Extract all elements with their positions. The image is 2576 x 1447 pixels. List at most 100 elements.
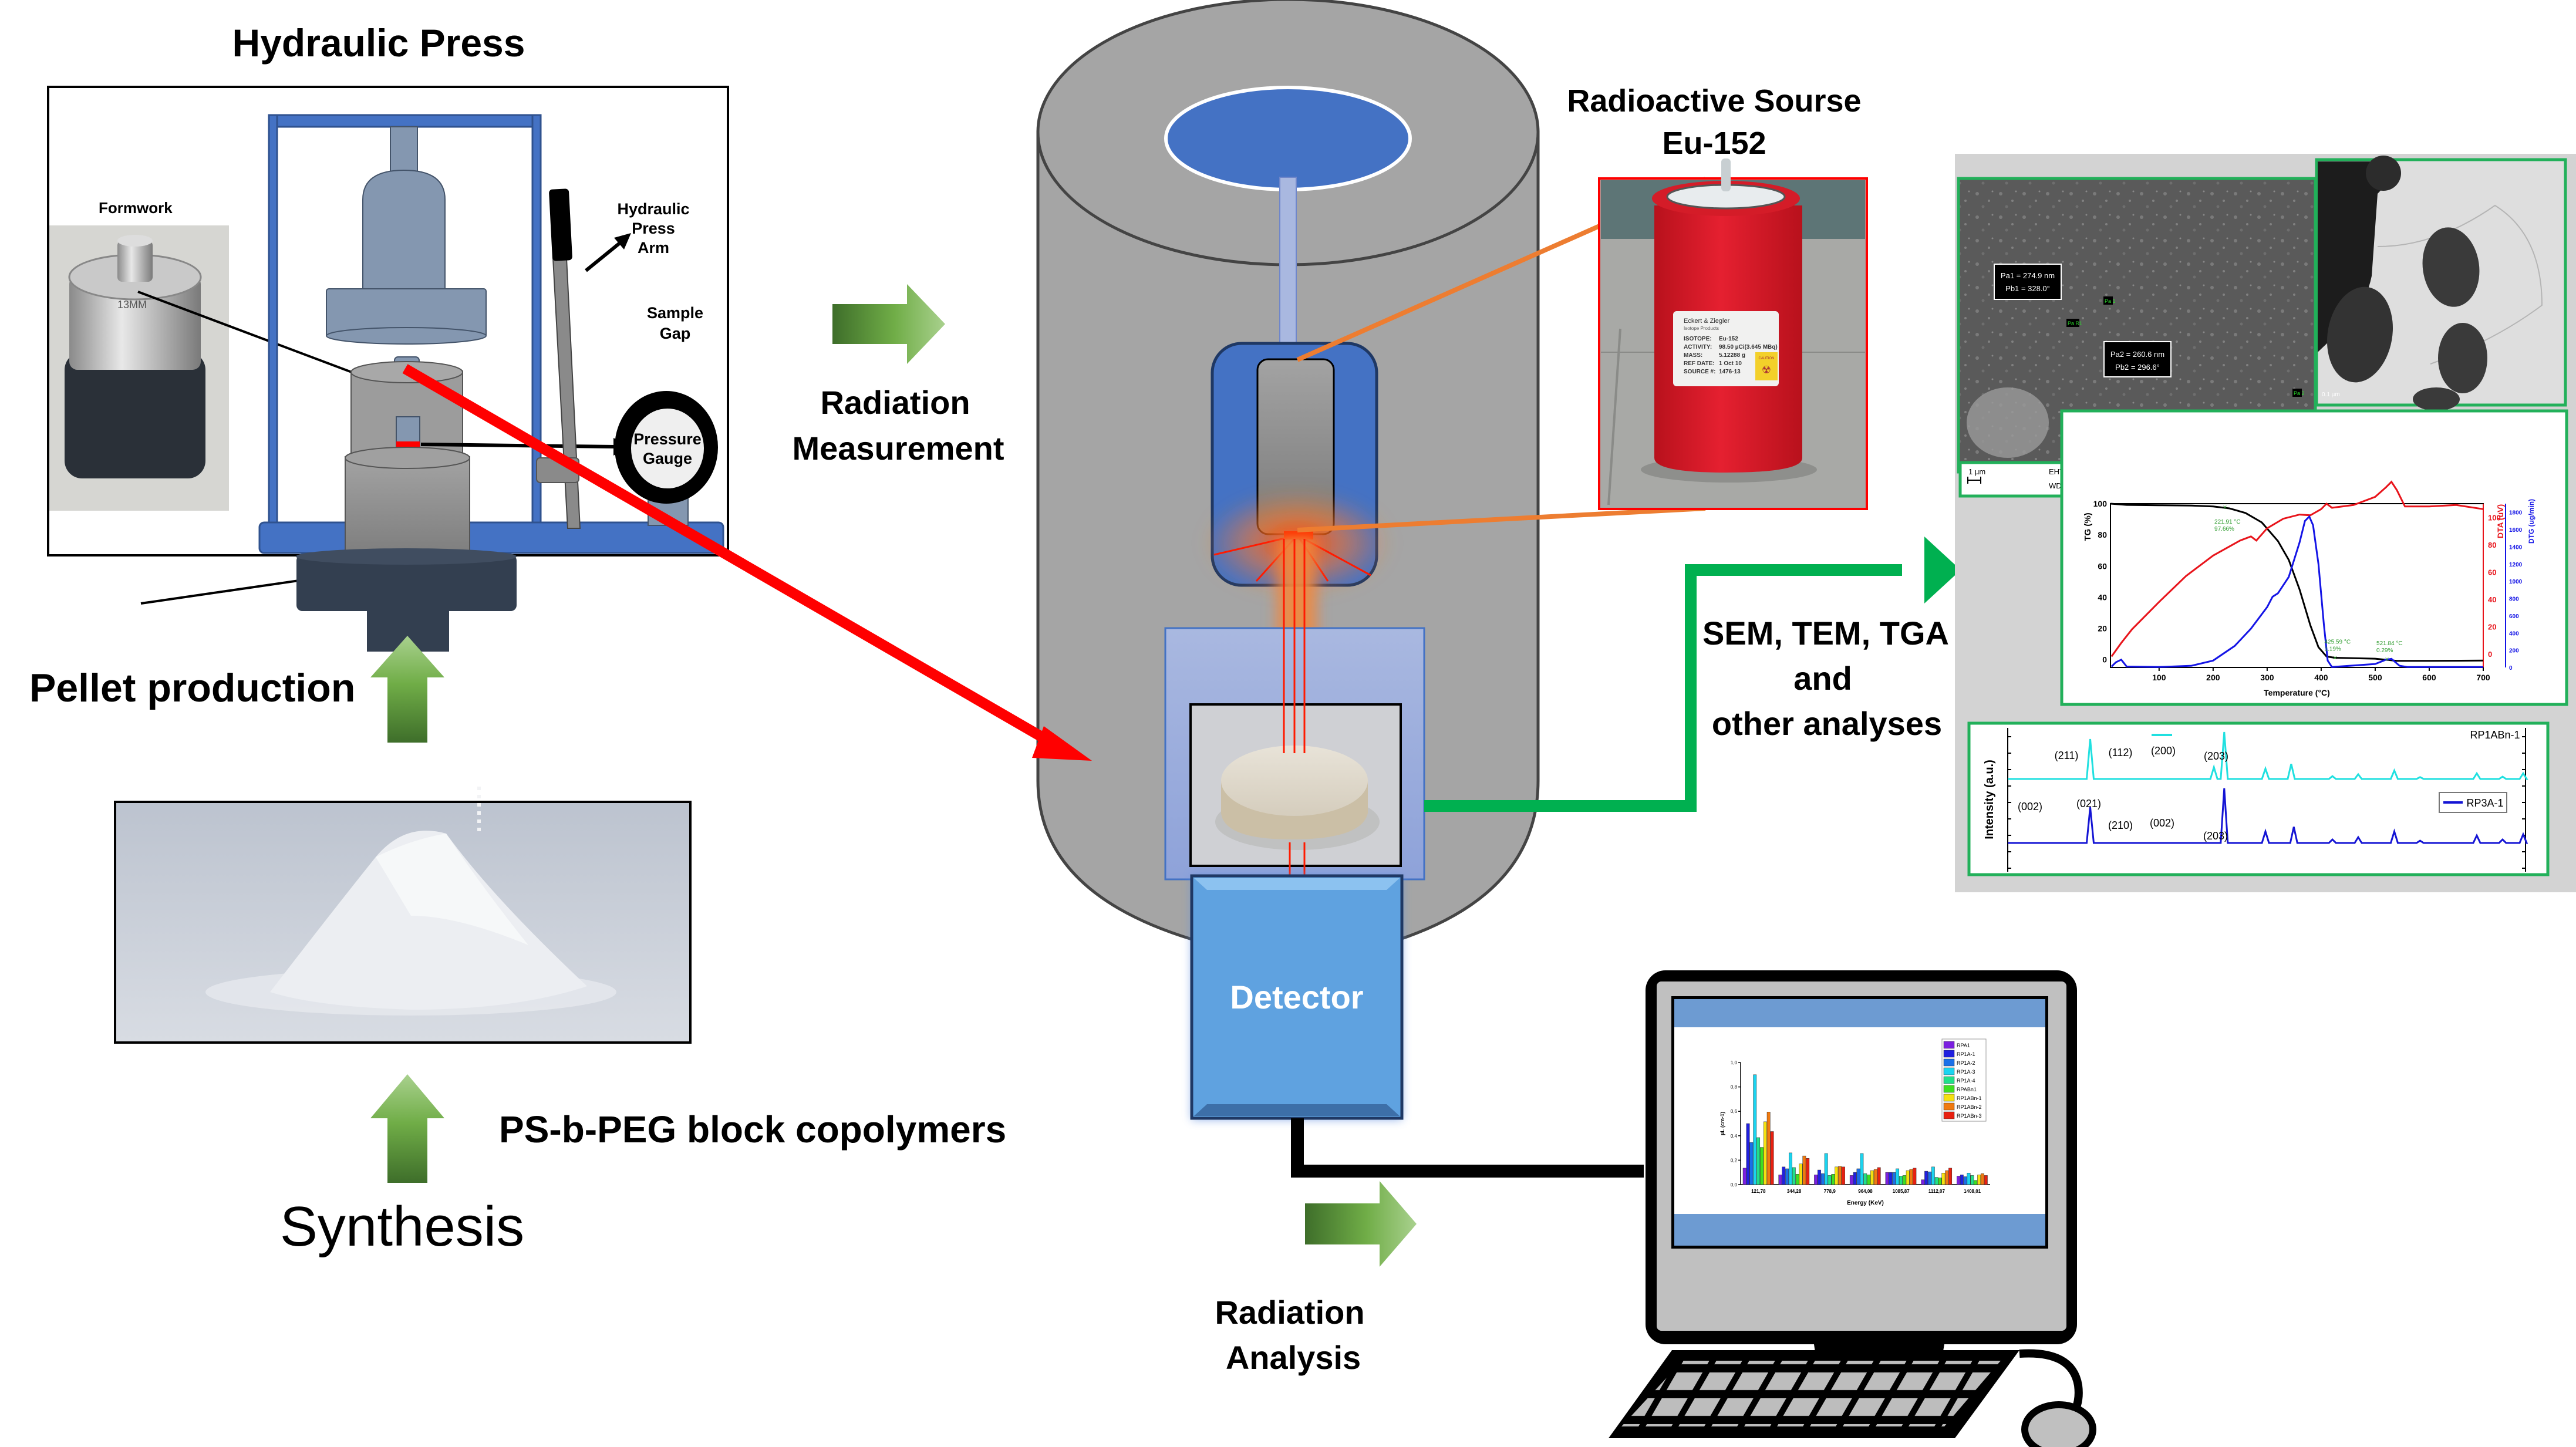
up-arrow-icon <box>370 1074 444 1183</box>
bar-rp1a-2 <box>1749 1142 1754 1185</box>
synthesis-label: Synthesis <box>280 1195 524 1258</box>
legend-label-rpabn1: RPABn1 <box>1957 1087 1977 1092</box>
legend-swatch-rp1a-1 <box>1943 1050 1955 1058</box>
press-frame-left-post <box>268 114 278 539</box>
bar-rp1abn-3 <box>1842 1166 1845 1185</box>
press-platen-top-face <box>326 327 487 345</box>
xrd-peak-label: (210) <box>2108 819 2133 831</box>
legend-label-rp1a-4: RP1A-4 <box>1957 1078 1975 1084</box>
bar-rpabn1 <box>1938 1178 1942 1185</box>
pellet-production-step: Pellet production <box>29 636 444 743</box>
bar-rp1a-1 <box>1746 1123 1750 1185</box>
bar-rp1abn-1 <box>1906 1170 1910 1185</box>
bar-rp1abn-1 <box>1763 1121 1767 1185</box>
source-label-sticker: Eckert & Ziegler Isotope Products ISOTOP… <box>1673 311 1779 386</box>
source-label-key: SOURCE #: <box>1684 369 1715 375</box>
legend-label-rpa1: RPA1 <box>1957 1043 1970 1048</box>
bar-rp1abn-3 <box>1770 1131 1774 1185</box>
analyses-label-3: other analyses <box>1712 705 1942 742</box>
xrd-legend-label: RP1ABn-1 <box>2470 729 2520 741</box>
bar-rp1a-1 <box>1818 1169 1821 1185</box>
radiation-measurement-label-2: Measurement <box>792 430 1004 467</box>
bar-rp1a-1 <box>1960 1175 1964 1185</box>
bar-rp1abn-2 <box>1766 1111 1771 1185</box>
legend-swatch-rpa1 <box>1943 1041 1955 1049</box>
y-tick-label: 80 <box>2098 530 2107 539</box>
annotation-marker: × <box>2385 655 2389 663</box>
arm-label-2: Press <box>632 220 675 237</box>
bar-rp1a-3 <box>1824 1153 1828 1185</box>
bar-y-tick-label: 0,0 <box>1731 1182 1738 1188</box>
source-label-value: Eu-152 <box>1719 336 1738 342</box>
analyses-label-2: and <box>1793 660 1852 697</box>
lead-shield-cylinder: Detector <box>1036 0 1540 1120</box>
source-label-value: 98.50 µCi(3.645 MBq) <box>1719 344 1778 350</box>
detector-bevel-bottom <box>1194 1104 1400 1116</box>
sem-measure-1b: Pb1 = 328.0° <box>2005 284 2050 293</box>
xrd-peak-label: (203) <box>2204 750 2228 762</box>
bar-y-tick-label: 0,8 <box>1731 1085 1738 1090</box>
y3-tick-label: 400 <box>2509 630 2519 637</box>
bar-rp1a-1 <box>1889 1172 1893 1185</box>
source-title-2: Eu-152 <box>1662 126 1766 161</box>
bar-rpabn1 <box>1902 1175 1906 1185</box>
bar-rp1a-1 <box>1924 1171 1928 1185</box>
source-label-key: ACTIVITY: <box>1684 344 1712 350</box>
xrd-y-axis-title: Intensity (a.u.) <box>1983 760 1996 839</box>
bar-rp1a-2 <box>1928 1171 1931 1185</box>
y3-tick-label: 800 <box>2509 596 2519 603</box>
die-lower <box>345 456 470 566</box>
x-tick-label: 300 <box>2260 673 2274 682</box>
y2-tick-label: 60 <box>2488 568 2496 576</box>
bar-rp1abn-3 <box>1948 1168 1953 1185</box>
sample-gap-label-1: Sample <box>647 304 703 322</box>
xrd-legend-label: RP3A-1 <box>2466 797 2503 809</box>
xrd-peak-label: (021) <box>2076 798 2101 809</box>
source-label-value: 5.12288 g <box>1719 352 1745 359</box>
bar-rp1a-2 <box>1785 1168 1789 1185</box>
series-line-dta <box>2110 480 2484 657</box>
y3-axis-title: DTG (ug/min) <box>2527 499 2535 544</box>
tem-image: 0.1 µm <box>2315 156 2567 411</box>
sample-transfer-arrow <box>402 364 1092 761</box>
y2-tick-label: 40 <box>2488 595 2496 604</box>
bar-x-tick-label: 344,28 <box>1787 1189 1802 1194</box>
arm-arrow-line <box>585 241 622 272</box>
radiation-measurement-label-1: Radiation <box>820 384 970 421</box>
source-label-brand: Eckert & Ziegler <box>1684 318 1730 325</box>
press-arm-handle <box>549 188 572 261</box>
xrd-peak-label: (203) <box>2203 830 2228 842</box>
y-axis-title: TG (%) <box>2083 512 2093 541</box>
bar-y-tick-label: 1,0 <box>1731 1060 1738 1065</box>
legend-swatch-rp1a-4 <box>1943 1076 1955 1084</box>
bar-y-tick-label: 0,2 <box>1731 1158 1738 1163</box>
legend-swatch-rp1a-2 <box>1943 1058 1955 1067</box>
source-label-key: MASS: <box>1684 352 1702 359</box>
bar-rp1a-3 <box>1860 1153 1864 1185</box>
series-line-tg <box>2110 502 2484 662</box>
bar-rp1abn-1 <box>1941 1172 1946 1185</box>
bar-y-axis-title: µL (cm-1) <box>1719 1112 1725 1135</box>
annotation-temp: 221.91 °C <box>2214 519 2241 525</box>
bar-rp1abn-3 <box>1913 1168 1917 1185</box>
source-label-value: 1476-13 <box>1719 369 1741 375</box>
bar-rp1a-1 <box>1782 1166 1786 1185</box>
bar-x-tick-label: 1085,87 <box>1893 1189 1910 1194</box>
xrd-peak-label: (200) <box>2151 745 2176 757</box>
gauge-label-2: Gauge <box>643 450 692 467</box>
source-label-sub: Isotope Products <box>1684 326 1719 331</box>
bar-rpabn1 <box>1795 1174 1799 1185</box>
legend-swatch-rp1abn-1 <box>1943 1094 1955 1102</box>
bar-rpabn1 <box>1760 1147 1764 1185</box>
bar-rp1a-4 <box>1756 1137 1761 1185</box>
analysis-collage: Pa1 = 274.9 nm Pb1 = 328.0° Pa2 = 260.6 … <box>1955 154 2576 892</box>
x-tick-label: 500 <box>2368 673 2382 682</box>
y3-tick-label: 200 <box>2509 648 2519 655</box>
bar-rp1abn-1 <box>1870 1170 1874 1185</box>
green-arrow-head <box>1924 537 1961 603</box>
annotation-value: 97.66% <box>2214 526 2234 532</box>
legend-label-rp1abn-2: RP1ABn-2 <box>1957 1104 1982 1110</box>
